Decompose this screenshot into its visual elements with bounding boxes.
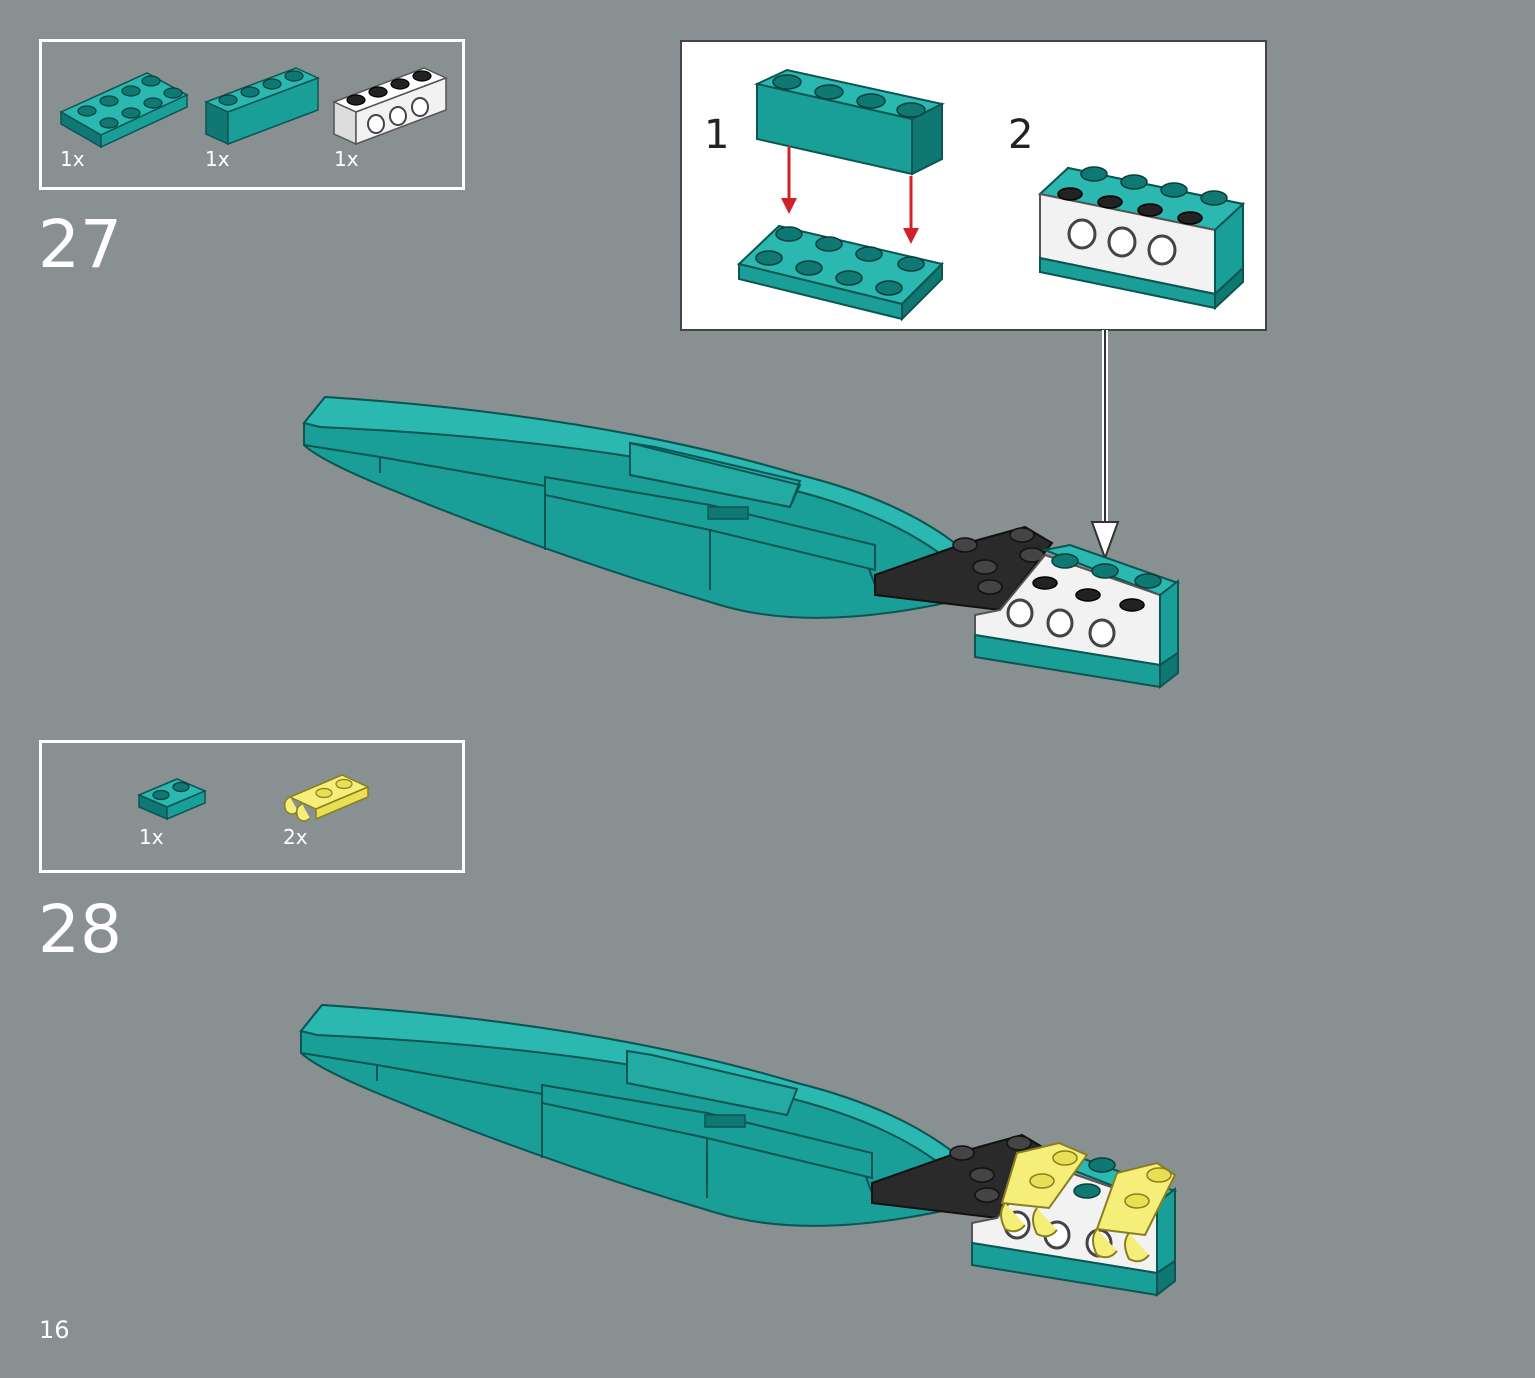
step-28-model-illustration bbox=[299, 1003, 1178, 1298]
sub-step-number: 1 bbox=[704, 112, 730, 158]
step-27-model-illustration bbox=[302, 395, 1181, 690]
teal-plate-2x4-icon bbox=[59, 72, 189, 149]
part-quantity: 2x bbox=[283, 825, 308, 849]
teal-brick-1x4-icon bbox=[204, 67, 320, 146]
teal-plate-1x2-icon bbox=[137, 778, 207, 821]
step-number: 28 bbox=[38, 891, 122, 968]
part-quantity: 1x bbox=[334, 147, 359, 171]
sub-step-number: 2 bbox=[1008, 112, 1034, 158]
step-number: 27 bbox=[38, 206, 122, 283]
sub-step-2-illustration bbox=[1037, 166, 1246, 311]
white-technic-brick-1x4-icon bbox=[332, 67, 448, 146]
callout-pointer-arrow bbox=[1090, 330, 1120, 561]
sub-assembly-callout: 1 2 bbox=[680, 40, 1267, 331]
parts-list-step-28: 1x 2x bbox=[39, 740, 465, 873]
page-number: 16 bbox=[39, 1316, 70, 1344]
sub-step-1-illustration bbox=[736, 68, 945, 322]
parts-list-step-27: 1x 1x 1x bbox=[39, 39, 465, 190]
part-quantity: 1x bbox=[205, 147, 230, 171]
yellow-clip-plate-icon bbox=[283, 774, 370, 822]
part-quantity: 1x bbox=[139, 825, 164, 849]
part-quantity: 1x bbox=[60, 147, 85, 171]
